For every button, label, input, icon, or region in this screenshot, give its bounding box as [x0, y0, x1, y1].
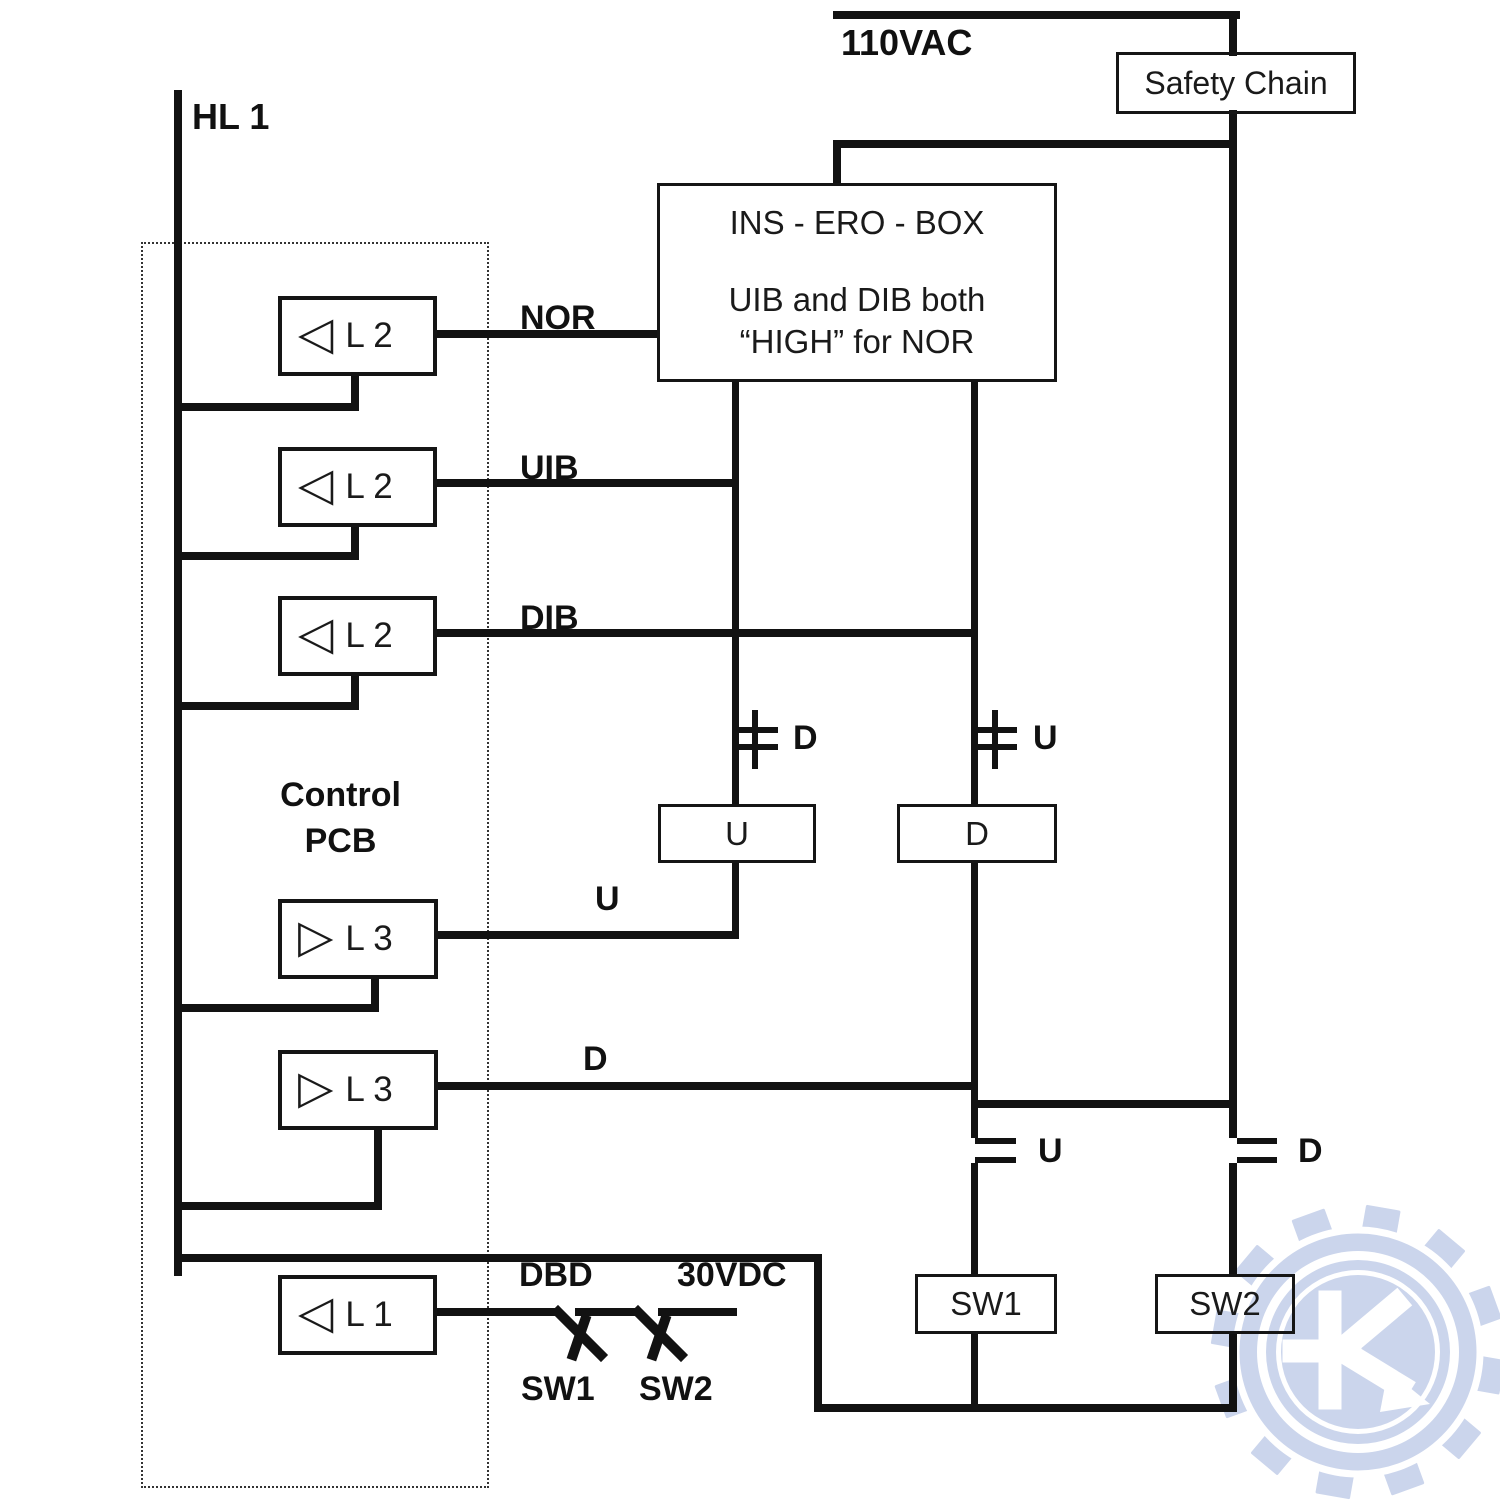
wire-u — [438, 931, 739, 939]
stub-l2a-v — [351, 374, 359, 411]
u-wire-label: U — [595, 880, 620, 918]
wire-dib — [437, 629, 978, 637]
wire-branch-to-right — [975, 1100, 1237, 1108]
sw1-switch-label: SW1 — [521, 1370, 595, 1408]
dib-signal-label: DIB — [520, 599, 579, 637]
opto-box-l2b-label: L 2 — [345, 467, 393, 506]
stub-l3b-h — [178, 1202, 382, 1210]
wire-bus-riser — [814, 1254, 822, 1412]
triangle-right-icon: ▷ — [298, 1061, 334, 1113]
opto-box-l3a: ▷ L 3 — [278, 899, 438, 979]
30vdc-label: 30VDC — [677, 1256, 787, 1294]
wire-safety-to-ins-horizontal — [837, 140, 1237, 148]
d-relay-box: D — [897, 804, 1057, 863]
gear-logo-watermark-icon — [1203, 1197, 1500, 1500]
sw2-box: SW2 — [1155, 1274, 1295, 1334]
110vac-label: 110VAC — [841, 22, 973, 63]
switch-contacts-sw1-sw2-icon — [550, 1304, 689, 1363]
stub-l2c-h — [178, 702, 359, 710]
stub-l2b-h — [178, 552, 359, 560]
stub-l2b-v — [351, 524, 359, 560]
sw1-box: SW1 — [915, 1274, 1057, 1334]
stub-l2c-v — [351, 674, 359, 710]
wire-right-riser-upper — [1229, 11, 1237, 56]
wire-sw2-above — [1229, 1163, 1237, 1276]
opto-box-l2c: ◁ L 2 — [278, 596, 437, 676]
opto-box-l1: ◁ L 1 — [278, 1275, 437, 1355]
wire-hl1-to-bus — [176, 1254, 822, 1262]
lower-left-contact-label: U — [1038, 1132, 1063, 1170]
cap-upper-left-stroke — [752, 710, 758, 769]
ins-ero-box-note-line2: “HIGH” for NOR — [739, 322, 975, 360]
wire-dbox-down — [971, 861, 978, 1138]
control-pcb-line1: Control — [280, 776, 401, 814]
opto-box-l2a: ◁ L 2 — [278, 296, 437, 376]
control-pcb-dashed-outline — [141, 242, 489, 1488]
d-relay-box-label: D — [965, 814, 989, 852]
cap-lower-left-bar1 — [975, 1138, 1016, 1144]
cap-lower-left-bar2 — [975, 1157, 1016, 1163]
stub-l3a-h — [178, 1004, 379, 1012]
wire-d — [438, 1082, 978, 1090]
wire-hl1-rail — [174, 90, 182, 1276]
sw1-box-label: SW1 — [950, 1285, 1022, 1322]
ins-ero-box-title: INS - ERO - BOX — [729, 204, 985, 241]
wire-nor — [437, 330, 659, 338]
opto-box-l3b: ▷ L 3 — [278, 1050, 438, 1130]
safety-chain-label: Safety Chain — [1144, 64, 1328, 101]
ins-ero-box: INS - ERO - BOX UIB and DIB both “HIGH” … — [657, 183, 1057, 382]
opto-box-l2b: ◁ L 2 — [278, 447, 437, 527]
wire-sw1-sw2-mid — [575, 1308, 637, 1316]
triangle-left-icon: ◁ — [298, 458, 334, 510]
opto-box-l3b-label: L 3 — [345, 1070, 393, 1109]
stub-l3b-v — [374, 1128, 382, 1210]
wire-ins-out-right — [971, 382, 978, 806]
wire-ins-entry — [833, 140, 841, 186]
wire-30vdc-tail — [658, 1308, 737, 1316]
cap-upper-right-stroke — [992, 710, 998, 769]
wire-l1-out — [437, 1308, 557, 1316]
sw2-box-label: SW2 — [1189, 1285, 1261, 1322]
cap-upper-left-bar2 — [739, 744, 778, 750]
d-wire-label: D — [583, 1040, 608, 1078]
safety-chain-box: Safety Chain — [1116, 52, 1356, 114]
wire-sw1-above — [971, 1163, 978, 1276]
stub-l2a-h — [178, 403, 359, 411]
wire-uib — [437, 479, 739, 487]
upper-left-contact-label: D — [793, 719, 818, 757]
upper-right-contact-label: U — [1033, 719, 1058, 757]
wire-ins-out-left — [732, 382, 739, 806]
opto-box-l2c-label: L 2 — [345, 616, 393, 655]
opto-box-l2a-label: L 2 — [345, 316, 393, 355]
lower-right-contact-label: D — [1298, 1132, 1323, 1170]
wire-sw2-below — [1229, 1332, 1237, 1410]
hl1-label: HL 1 — [192, 96, 270, 137]
wire-right-riser-main — [1229, 110, 1237, 1138]
sw2-switch-label: SW2 — [639, 1370, 713, 1408]
ins-ero-box-note-line1: UIB and DIB both — [728, 281, 986, 319]
triangle-left-icon: ◁ — [298, 607, 334, 659]
cap-lower-right-bar2 — [1237, 1157, 1277, 1163]
wire-110vac-top — [833, 11, 1240, 19]
cap-upper-left-bar1 — [739, 727, 778, 733]
wire-sw1-below — [971, 1332, 978, 1410]
triangle-left-icon: ◁ — [298, 307, 334, 359]
opto-box-l1-label: L 1 — [345, 1295, 393, 1334]
control-pcb-line2: PCB — [304, 821, 377, 860]
u-relay-box-label: U — [725, 814, 749, 852]
u-relay-box: U — [658, 804, 816, 863]
uib-signal-label: UIB — [520, 449, 579, 487]
dbd-label: DBD — [519, 1256, 593, 1294]
stub-l3a-v — [371, 976, 379, 1012]
triangle-right-icon: ▷ — [298, 910, 334, 962]
wire-ubox-down — [732, 861, 739, 938]
wire-bottom-bus — [814, 1404, 1237, 1412]
triangle-left-icon: ◁ — [298, 1286, 334, 1338]
control-pcb-label: Control PCB — [258, 773, 423, 865]
opto-box-l3a-label: L 3 — [345, 919, 393, 958]
cap-lower-right-bar1 — [1237, 1138, 1277, 1144]
nor-signal-label: NOR — [520, 299, 596, 337]
